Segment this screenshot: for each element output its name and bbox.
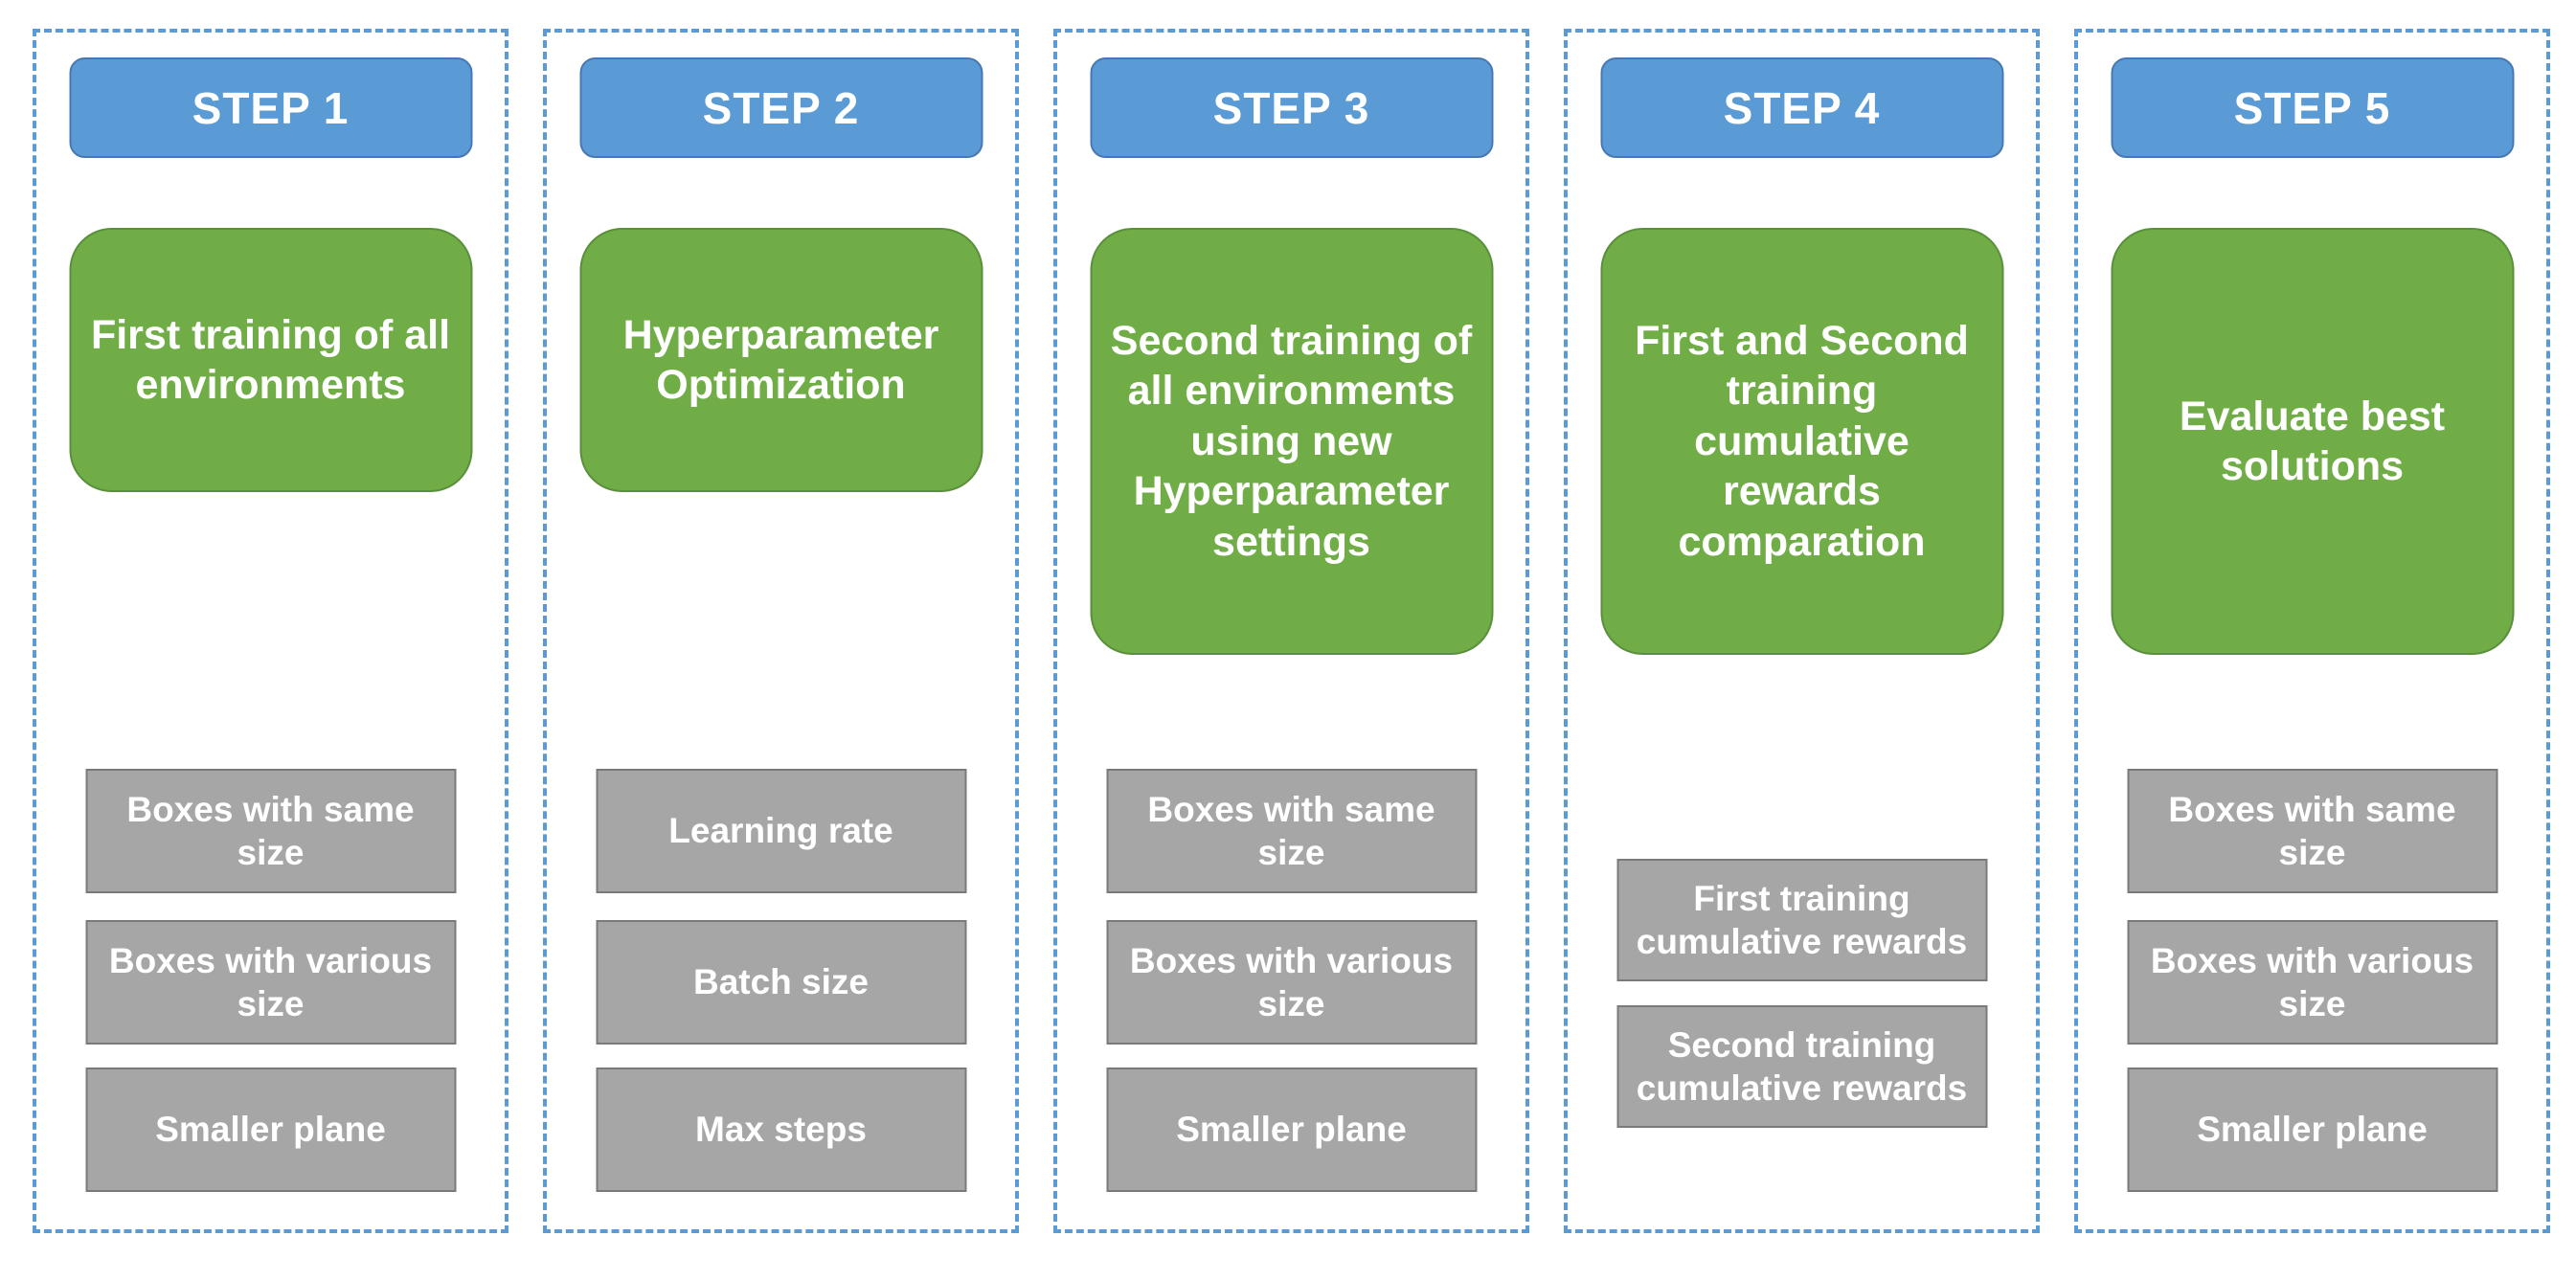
step-2-task-box: Hyperparameter Optimization: [579, 228, 983, 492]
step-column-3: STEP 3 Second training of all environmen…: [1053, 29, 1529, 1233]
step-2-item-3: Max steps: [596, 1068, 966, 1192]
step-1-item-2: Boxes with various size: [85, 920, 456, 1045]
step-3-header: STEP 3: [1090, 57, 1493, 158]
step-column-2: STEP 2 Hyperparameter Optimization Learn…: [543, 29, 1019, 1233]
step-2-header: STEP 2: [579, 57, 983, 158]
step-5-task-box: Evaluate best solutions: [2111, 228, 2514, 655]
step-5-item-3: Smaller plane: [2127, 1068, 2497, 1192]
step-1-task-box: First training of all environments: [69, 228, 472, 492]
step-column-1: STEP 1 First training of all environment…: [33, 29, 508, 1233]
step-2-item-2: Batch size: [596, 920, 966, 1045]
step-5-item-2: Boxes with various size: [2127, 920, 2497, 1045]
step-5-header: STEP 5: [2111, 57, 2514, 158]
step-3-item-2: Boxes with various size: [1106, 920, 1477, 1045]
step-4-item-2: Second training cumulative rewards: [1616, 1005, 1987, 1128]
step-1-item-3: Smaller plane: [85, 1068, 456, 1192]
step-column-4: STEP 4 First and Second training cumulat…: [1564, 29, 2040, 1233]
step-3-task-box: Second training of all environments usin…: [1090, 228, 1493, 655]
step-1-header: STEP 1: [69, 57, 472, 158]
step-3-item-1: Boxes with same size: [1106, 769, 1477, 893]
step-column-5: STEP 5 Evaluate best solutions Boxes wit…: [2074, 29, 2550, 1233]
step-4-task-box: First and Second training cumulative rew…: [1600, 228, 2003, 655]
step-3-item-3: Smaller plane: [1106, 1068, 1477, 1192]
step-5-item-1: Boxes with same size: [2127, 769, 2497, 893]
step-2-item-1: Learning rate: [596, 769, 966, 893]
step-1-item-1: Boxes with same size: [85, 769, 456, 893]
step-4-header: STEP 4: [1600, 57, 2003, 158]
step-4-item-1: First training cumulative rewards: [1616, 859, 1987, 981]
